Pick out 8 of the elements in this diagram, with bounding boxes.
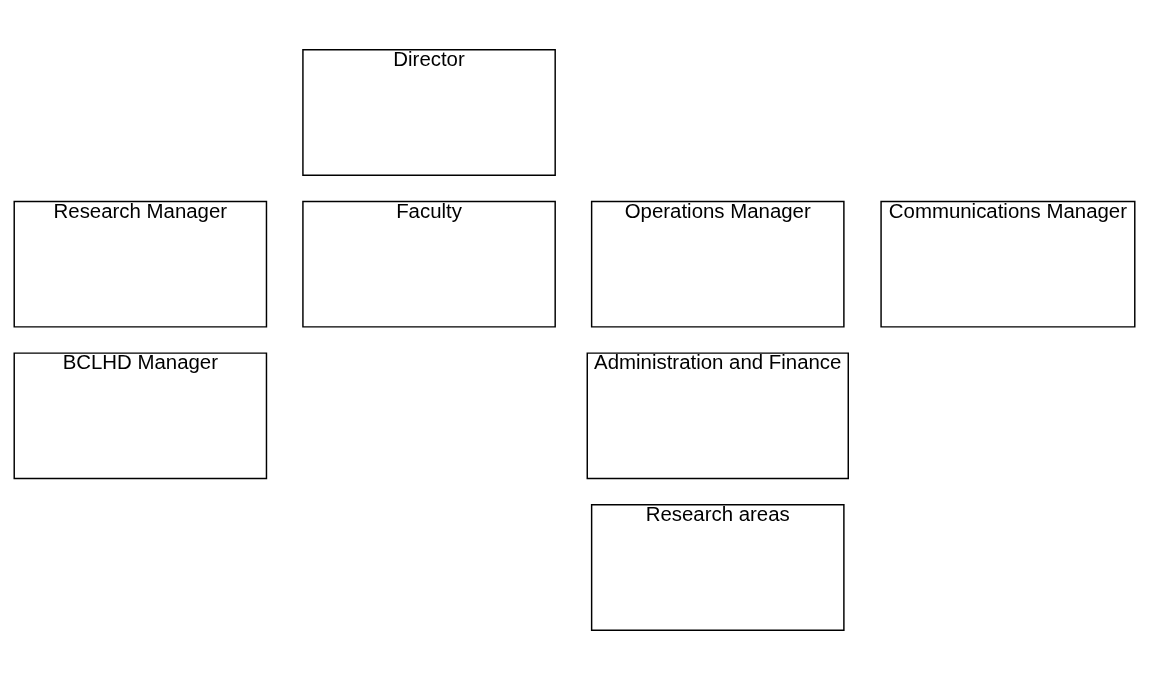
node-box: Research Manager — [13, 200, 268, 328]
node-box: BCLHD Manager — [13, 351, 268, 479]
node-box: Faculty — [302, 200, 556, 328]
node-box: Operations Manager — [590, 200, 845, 328]
node-box: Administration and Finance — [586, 351, 849, 479]
node-box: Director — [302, 48, 556, 176]
node-box: Communications Manager — [880, 200, 1136, 328]
node-box: Research areas — [590, 503, 845, 631]
